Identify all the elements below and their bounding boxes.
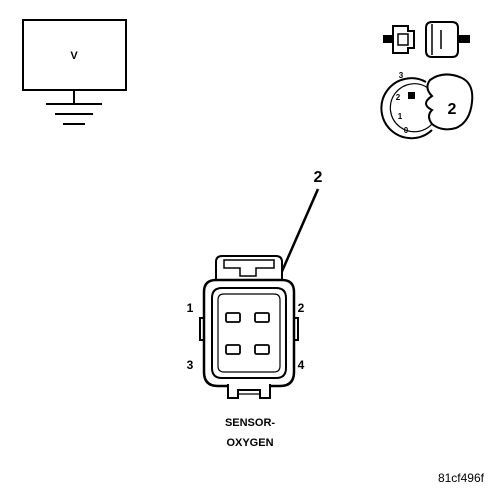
callout-number: 2 (314, 169, 323, 186)
pin-cavity-3 (225, 344, 241, 355)
pin-cavity-1 (225, 312, 241, 323)
connector-name-line1: SENSOR- (225, 417, 275, 429)
pin-label-3: 3 (187, 358, 194, 372)
voltmeter-icon: V (22, 19, 127, 125)
voltmeter-box (22, 19, 127, 91)
key-position-2: 2 (396, 93, 401, 102)
pin-cavity-2 (254, 312, 270, 323)
pin-label-4: 4 (298, 358, 305, 372)
ground-icon (46, 103, 102, 125)
key-position-0: 0 (404, 126, 409, 135)
pin-label-2: 2 (298, 301, 305, 315)
ignition-key-icon: 3 2 1 0 2 (380, 71, 474, 140)
figure-id: 81cf496f (438, 471, 485, 485)
key-selected-position: 2 (448, 101, 457, 118)
key-position-1: 1 (398, 112, 403, 121)
pin-cavity-4 (254, 344, 270, 355)
oxygen-sensor-connector: 1 2 3 4 (187, 255, 305, 399)
connector-name-line2: OXYGEN (226, 437, 273, 449)
voltmeter-label: V (70, 50, 78, 62)
key-position-3: 3 (399, 71, 404, 80)
pin-label-1: 1 (187, 301, 194, 315)
connector-disconnect-icon (383, 21, 470, 58)
